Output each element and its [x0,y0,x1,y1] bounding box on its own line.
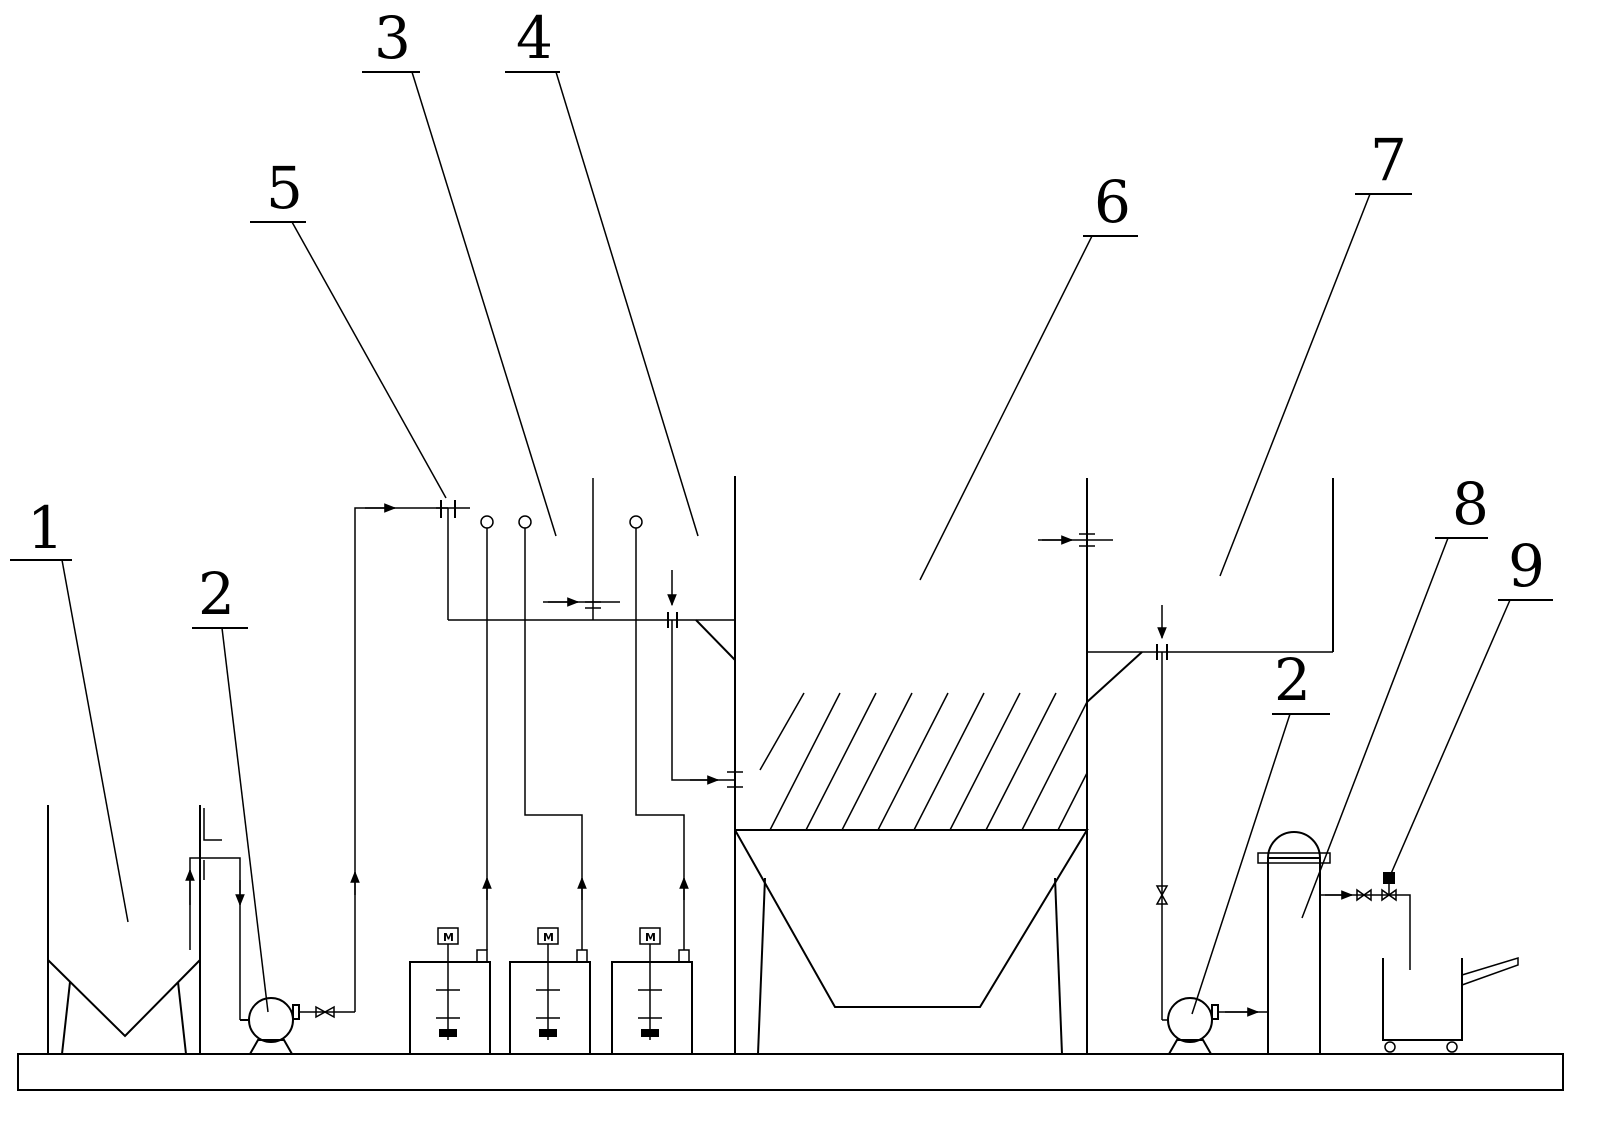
callout-2-left: 2 [192,560,269,1013]
label-1: 1 [27,494,64,562]
settler-top-inlet [1038,533,1113,547]
motor-label: M [645,931,656,944]
settling-inlet-pipe [667,570,743,788]
base-platform [17,1053,1564,1091]
pipe-mixer [436,500,470,518]
callout-3: 3 [362,4,557,537]
dosing-tank-2: M [509,927,591,1055]
filter-column [1257,831,1400,1055]
callout-9: 9 [1389,532,1553,877]
dosing-tank-3: M [611,927,693,1055]
clear-water-tank [1142,478,1334,1020]
label-3: 3 [374,4,411,72]
label-2-left: 2 [198,560,235,628]
dosing-tank-1: M [409,927,491,1055]
label-4: 4 [516,4,553,72]
motor-label: M [543,931,554,944]
inclined-plate-settler [695,476,1143,1055]
dosing-lines [480,515,689,950]
feed-pipe [350,503,672,1012]
callout-8: 8 [1301,470,1489,919]
label-7: 7 [1370,126,1407,194]
callout-7: 7 [1219,126,1412,577]
product-cart [1382,872,1519,1053]
callout-2-right: 2 [1191,646,1330,1015]
label-6: 6 [1094,168,1131,236]
callout-5: 5 [250,154,447,499]
label-9: 9 [1508,532,1545,600]
tank-outlet-pipe [185,808,245,1020]
motor-label: M [443,931,454,944]
label-2-right: 2 [1274,646,1311,714]
callout-6: 6 [919,168,1138,581]
label-8: 8 [1452,470,1489,538]
pump-right [1162,997,1268,1055]
reaction-tank-inlet [543,478,620,620]
callout-4: 4 [505,4,699,537]
pump-left [240,997,355,1055]
label-5: 5 [266,154,303,222]
callout-1: 1 [10,494,129,923]
conical-tank [47,805,201,1055]
pump-left-valve [315,1005,335,1019]
